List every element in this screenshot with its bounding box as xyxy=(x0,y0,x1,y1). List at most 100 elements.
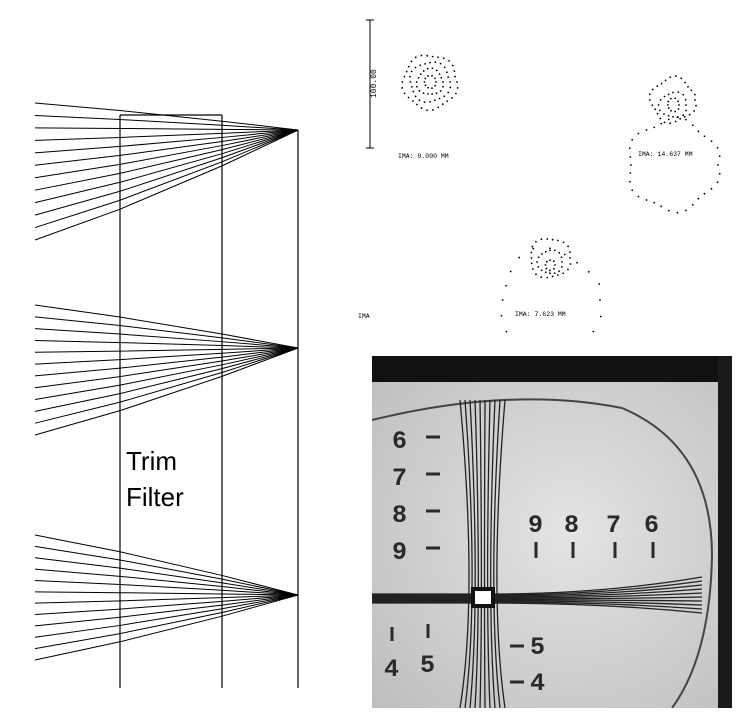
spot-dot xyxy=(693,110,695,112)
spot-dot xyxy=(678,108,680,110)
spot-dot xyxy=(541,269,543,271)
spot-dot xyxy=(649,99,651,101)
spot-dot xyxy=(421,107,423,109)
spot-dot xyxy=(434,77,436,79)
spot-dot xyxy=(669,122,671,124)
spot-dot xyxy=(424,101,426,103)
spot-dot xyxy=(667,101,669,103)
spot-dot xyxy=(554,264,556,266)
filter-label-filter: Filter xyxy=(126,482,184,512)
spot-dot xyxy=(653,202,655,204)
spot-dot xyxy=(711,140,713,142)
spot-dot xyxy=(456,81,458,83)
ray-line xyxy=(35,348,298,352)
spot-dot xyxy=(427,87,429,89)
spot-dot xyxy=(638,133,640,135)
spot-dot xyxy=(600,316,602,318)
spot-dot xyxy=(652,88,654,90)
vertical-fan-line xyxy=(485,400,486,708)
spot-dot xyxy=(668,210,670,212)
spot-dot xyxy=(506,331,508,333)
ray-line xyxy=(35,130,298,178)
spot-dot xyxy=(653,126,655,128)
spot-dot xyxy=(448,60,450,62)
spot-dot xyxy=(698,130,700,132)
spot-dot xyxy=(685,210,687,212)
spot-dot xyxy=(631,139,633,141)
spot-dot xyxy=(435,81,437,83)
left-number-7: 7 xyxy=(392,464,407,493)
spot-dot xyxy=(631,189,633,191)
spot-dot xyxy=(719,155,721,157)
bottom-center-number-4: 4 xyxy=(530,669,545,698)
spot-dot xyxy=(401,87,403,89)
spot-dot xyxy=(429,62,431,64)
spot-dot xyxy=(637,196,639,198)
spot-dot xyxy=(629,181,631,183)
spot-dot xyxy=(654,108,656,110)
spot-dot xyxy=(505,285,507,287)
spot-dot xyxy=(670,110,672,112)
spot-dot xyxy=(437,56,439,58)
spot-dot xyxy=(549,259,551,261)
spot-dot xyxy=(446,71,448,73)
ray-line xyxy=(35,595,298,637)
spot-dot xyxy=(443,57,445,59)
spot-dot xyxy=(411,71,413,73)
spot-dot xyxy=(546,238,548,240)
spot-dot xyxy=(665,80,667,82)
spot-dot xyxy=(669,76,671,78)
spot-dot xyxy=(630,164,632,166)
spot-dot xyxy=(418,77,420,79)
spot-dot xyxy=(674,111,676,113)
spot-dot xyxy=(564,254,566,256)
spot-dot xyxy=(576,262,578,264)
spot-dot xyxy=(447,92,449,94)
spot-dot xyxy=(675,121,677,123)
spot-dot xyxy=(670,98,672,100)
spot-dot xyxy=(530,252,532,254)
spot-dot xyxy=(558,270,560,272)
spot-dot xyxy=(412,100,414,102)
spot-dot xyxy=(695,105,697,107)
spot-dot xyxy=(406,71,408,73)
spot-dot xyxy=(432,109,434,111)
spot-dot xyxy=(455,93,457,95)
spot-dot xyxy=(562,272,564,274)
spot-dot xyxy=(680,77,682,79)
spot-dot xyxy=(409,76,411,78)
spot-dot xyxy=(434,61,436,63)
spot-dot xyxy=(443,95,445,97)
spot-dot xyxy=(419,90,421,92)
spot-dot xyxy=(423,70,425,72)
spot-dot xyxy=(532,246,534,248)
spot-diagram: 100.00 IMA: 0.000 MM IMA: 14.637 MM IMA:… xyxy=(340,0,750,340)
spot-dot xyxy=(694,94,696,96)
bottom-left-number-4: 4 xyxy=(384,655,399,684)
spot-dot xyxy=(532,248,534,250)
spot-dot xyxy=(646,199,648,201)
spot-dot xyxy=(412,91,414,93)
spot-dot xyxy=(403,76,405,78)
spot-dot xyxy=(426,109,428,111)
spot-dot xyxy=(431,93,433,95)
spot-dot xyxy=(689,114,691,116)
spot-dot xyxy=(687,86,689,88)
spot-dot xyxy=(444,66,446,68)
spot-dot xyxy=(432,67,434,69)
spot-dot xyxy=(554,272,556,274)
spot-dot xyxy=(440,63,442,65)
spot-dot xyxy=(552,276,554,278)
spot-dot xyxy=(549,249,551,251)
spot-dot xyxy=(646,129,648,131)
spot-dot xyxy=(541,253,543,255)
spot-dot xyxy=(677,116,679,118)
spot-dot xyxy=(535,241,537,243)
resolution-chart-image: 6 7 8 9 9 8 7 6 4 5 5 4 xyxy=(372,356,732,708)
bottom-center-number-5: 5 xyxy=(530,633,545,662)
spot-dot xyxy=(416,104,418,106)
scale-label: 100.00 xyxy=(370,69,379,98)
spot-dot xyxy=(439,98,441,100)
spot-dot xyxy=(537,266,539,268)
ray-line xyxy=(35,348,298,400)
